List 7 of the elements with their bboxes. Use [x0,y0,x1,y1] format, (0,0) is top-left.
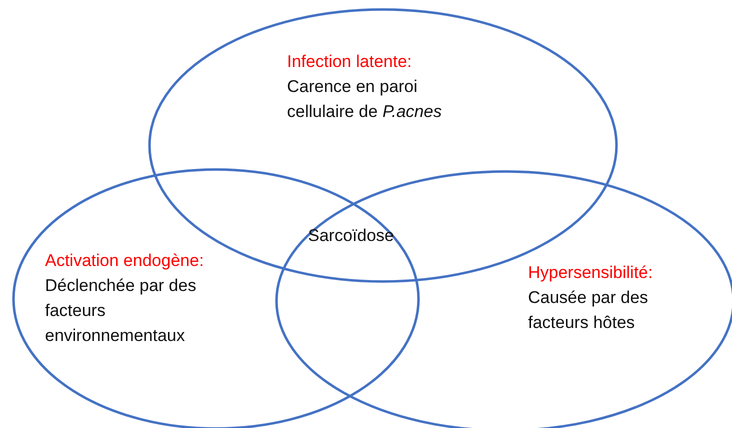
region-heading: Hypersensibilité: [528,262,653,284]
overlap-label: Sarcoïdose [308,226,394,246]
region-description: Carence en paroi cellulaire de P.acnes [287,76,443,123]
region-heading: Infection latente: [287,51,412,73]
region-description: Déclenchée par des facteurs environnementaux [45,275,198,347]
region-description: Causée par des facteurs hôtes [528,287,650,334]
region-heading: Activation endogène: [45,250,204,272]
